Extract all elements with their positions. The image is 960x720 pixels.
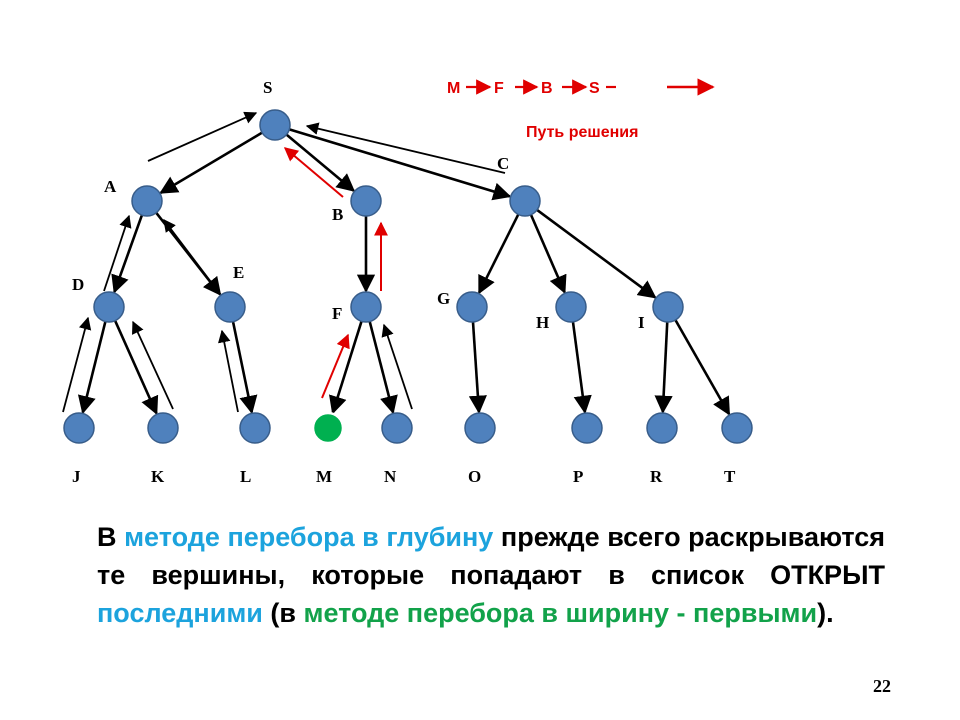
- backtrack-arrow-N-F: [381, 323, 413, 410]
- solution-arrow-M-F: [321, 333, 350, 399]
- node-label-T: T: [724, 467, 736, 486]
- node-I: [652, 291, 684, 323]
- backtrack-arrow-J-D: [62, 316, 92, 413]
- edge-G-O: [468, 321, 487, 414]
- backtrack-arrow-K-D: [132, 320, 174, 410]
- edge-C-I: [536, 208, 657, 299]
- solution-path-legend: M F B S Путь решения: [447, 78, 715, 141]
- edge-S-B: [285, 133, 356, 192]
- node-H: [555, 291, 587, 323]
- node-O: [464, 412, 496, 444]
- node-label-D: D: [72, 275, 84, 294]
- edge-D-K: [113, 320, 159, 416]
- node-label-H: H: [536, 313, 549, 332]
- node-D: [93, 291, 125, 323]
- node-F: [350, 291, 382, 323]
- edge-C-G: [477, 213, 520, 295]
- node-label-C: C: [497, 154, 509, 173]
- node-label-P: P: [573, 467, 583, 486]
- caption-dfs-term: методе перебора в глубину: [124, 522, 494, 552]
- node-L: [239, 412, 271, 444]
- node-G: [456, 291, 488, 323]
- node-C: [509, 185, 541, 217]
- node-label-S: S: [263, 78, 272, 97]
- edge-C-H: [529, 214, 567, 294]
- solution-path-node-2: F: [494, 80, 504, 97]
- node-E: [214, 291, 246, 323]
- node-label-E: E: [233, 263, 244, 282]
- node-label-K: K: [151, 467, 165, 486]
- solution-arrow-B-S: [283, 147, 344, 198]
- node-B: [350, 185, 382, 217]
- node-P: [571, 412, 603, 444]
- backtrack-arrow-D-A: [103, 214, 132, 292]
- node-labels: S A B C D E F G H I J K L M N O P R T: [72, 78, 736, 486]
- edge-I-R: [654, 321, 673, 414]
- node-label-R: R: [650, 467, 663, 486]
- slide-number: 22: [873, 676, 891, 696]
- backtrack-arrow-L-E: [218, 329, 239, 413]
- node-M: [311, 411, 345, 445]
- backtrack-arrow-C-S: [305, 122, 506, 174]
- edge-S-A: [159, 131, 263, 194]
- node-label-O: O: [468, 467, 481, 486]
- edge-S-C: [288, 128, 512, 201]
- caption-last-term: последними: [97, 598, 263, 628]
- caption-part-1: В: [97, 522, 125, 552]
- backtrack-arrow-A-S: [147, 111, 258, 162]
- solution-path-node-4: S: [589, 80, 600, 97]
- edge-A-D: [111, 214, 144, 294]
- caption-part-7: ).: [817, 598, 834, 628]
- node-label-J: J: [72, 467, 81, 486]
- tree-nodes: [63, 109, 753, 445]
- solution-path-node-1: M: [447, 80, 460, 97]
- edge-F-N: [368, 321, 398, 415]
- edge-I-T: [674, 319, 731, 416]
- solution-path-node-3: B: [541, 80, 553, 97]
- node-K: [147, 412, 179, 444]
- node-label-B: B: [332, 205, 343, 224]
- backtrack-arrows: [62, 111, 506, 413]
- caption-part-5: (в: [262, 598, 304, 628]
- backtrack-arrow-E-A: [163, 218, 218, 291]
- caption-part-3: прежде всего раскрываются те вершины, ко…: [97, 522, 886, 590]
- node-label-L: L: [240, 467, 251, 486]
- tree-edges: [77, 128, 731, 416]
- node-R: [646, 412, 678, 444]
- solution-path-label: Путь решения: [526, 124, 638, 141]
- node-label-F: F: [332, 304, 342, 323]
- node-S: [259, 109, 291, 141]
- caption-bfs-term: методе перебора в ширину - первыми: [303, 598, 818, 628]
- node-N: [381, 412, 413, 444]
- node-T: [721, 412, 753, 444]
- node-J: [63, 412, 95, 444]
- caption-text: В методе перебора в глубину прежде всего…: [97, 518, 885, 632]
- edge-H-P: [571, 321, 592, 414]
- edge-F-M: [329, 320, 363, 415]
- edge-D-J: [77, 321, 107, 415]
- node-label-M: M: [316, 467, 332, 486]
- node-A: [131, 185, 163, 217]
- node-label-A: A: [104, 177, 117, 196]
- node-label-I: I: [638, 313, 645, 332]
- node-label-N: N: [384, 467, 397, 486]
- solution-arrows: [283, 147, 388, 399]
- edge-E-L: [231, 321, 258, 415]
- node-label-G: G: [437, 289, 450, 308]
